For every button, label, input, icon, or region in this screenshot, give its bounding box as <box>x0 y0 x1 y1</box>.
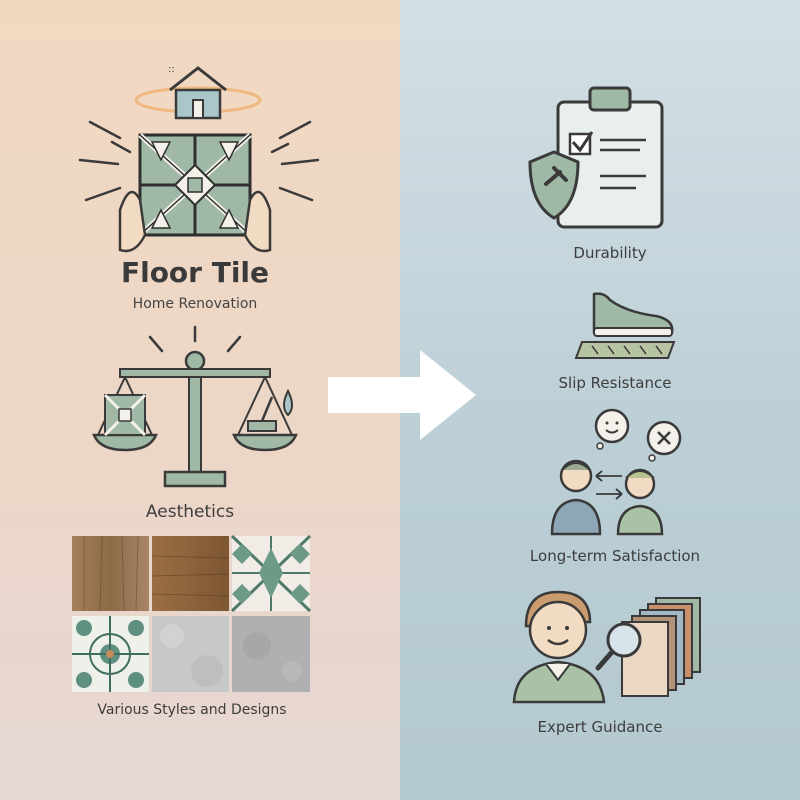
style-swatches <box>72 534 312 692</box>
expert-guidance-label: Expert Guidance <box>537 718 663 736</box>
styles-label: Various Styles and Designs <box>97 702 287 718</box>
swatch-concrete-dark <box>232 616 310 692</box>
aesthetics-label: Aesthetics <box>145 502 235 522</box>
people-feedback-icon <box>550 408 682 536</box>
main-title: Floor Tile <box>120 256 270 289</box>
clipboard-shield-icon <box>528 86 664 229</box>
svg-text:::: :: <box>168 64 175 75</box>
expert-samples-icon <box>512 590 701 704</box>
durability-label: Durability <box>573 244 647 262</box>
subtitle: Home Renovation <box>132 296 258 312</box>
balance-scale-icon <box>92 325 298 488</box>
swatch-wood-medium <box>152 536 229 611</box>
slip-resistance-label: Slip Resistance <box>558 374 672 392</box>
shoe-icon <box>574 292 676 359</box>
long-term-satisfaction-label: Long-term Satisfaction <box>529 547 701 565</box>
tile-hands-icon: :: <box>78 64 320 253</box>
arrow-right-icon <box>328 350 476 440</box>
